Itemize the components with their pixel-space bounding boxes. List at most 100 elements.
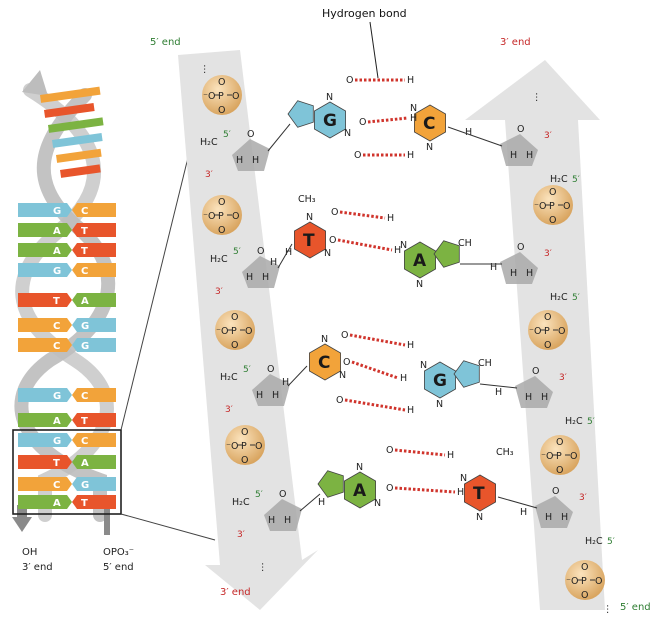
top-right-3-end: 3′ end [500, 37, 531, 48]
phosphorus-atom: P [544, 326, 550, 337]
rung-right-half [72, 318, 116, 332]
oxygen-atom: O [232, 211, 239, 222]
hydrogen-atom: H [272, 390, 279, 401]
nitrogen-atom: N [416, 279, 423, 290]
oxygen-atom: O [231, 340, 238, 351]
hydrogen-atom: H [262, 272, 269, 283]
hydrogen-atom: H [465, 127, 472, 138]
nitrogen-atom: N [324, 248, 331, 259]
top-left-5-end: 5′ end [150, 37, 181, 48]
hydrogen-atom: H [282, 377, 289, 388]
oxygen-atom: O [354, 150, 361, 161]
right-base-letter: C [423, 114, 435, 134]
left-base-imidazole [287, 100, 314, 128]
oxygen-atom: O [556, 465, 563, 476]
oxygen-atom: ⁻O [529, 326, 542, 337]
deoxyribose-ring [232, 139, 270, 171]
hydrogen-atom: H [520, 507, 527, 518]
nitrogen-atom: N [356, 462, 363, 473]
oxygen-atom: O [245, 326, 252, 337]
glycosidic-bond [447, 126, 503, 147]
rung-left-half [18, 263, 72, 277]
phosphate-ball [225, 425, 265, 465]
hydrogen-atom: H [525, 392, 532, 403]
methylene-label: H₂C [200, 137, 218, 148]
hydrogen-bond [394, 448, 446, 457]
nitrogen-atom: N [436, 399, 443, 410]
nitrogen-atom: N [410, 103, 417, 114]
backbone-continuation: ⋮ [200, 64, 210, 75]
phosphate-ball [215, 310, 255, 350]
helix-top-base [52, 133, 103, 148]
three-prime-label: 3′ [579, 493, 587, 503]
rung-left-half [18, 293, 72, 307]
helix-top-base [47, 117, 104, 133]
glycosidic-bond [267, 123, 291, 152]
rung-right-letter: C [81, 391, 88, 402]
phosphate-ball [540, 435, 580, 475]
oxygen-atom: ⁻O [203, 91, 216, 102]
rung-left-letter: A [53, 416, 61, 427]
right-base-ring [463, 474, 497, 512]
rung-right-half [72, 413, 116, 427]
oxygen-atom: O [343, 357, 350, 368]
nitrogen-atom: N [374, 498, 381, 509]
rung-left-half [18, 455, 72, 469]
right-base-letter: G [433, 371, 447, 391]
hydrogen-atom: H [394, 245, 401, 256]
methyl-label: CH₃ [496, 447, 514, 458]
ring-oxygen: O [247, 129, 254, 140]
oxygen-atom: O [336, 395, 343, 406]
ring-oxygen: O [517, 242, 524, 253]
phosphorus-atom: P [556, 451, 562, 462]
glycosidic-bond [299, 493, 321, 512]
right-base-ring [403, 241, 437, 279]
hydrogen-bond [394, 486, 456, 494]
backbone-continuation: ⋮ [532, 92, 542, 103]
methylene-label: H₂C [550, 174, 568, 185]
left-base-letter: G [323, 111, 337, 131]
oxygen-atom: O [331, 207, 338, 218]
hydrogen-atom: H [387, 213, 394, 224]
rung-right-letter: A [81, 296, 89, 307]
rung-right-letter: G [81, 321, 89, 332]
oxygen-atom: O [544, 340, 551, 351]
three-prime-label: 3′ [205, 170, 213, 180]
glycosidic-bond [287, 365, 308, 387]
five-prime-label: 5′ [572, 175, 580, 185]
hydrogen-bond [339, 210, 386, 220]
hydrogen-atom: H [252, 155, 259, 166]
rung-left-half [18, 413, 72, 427]
right-sugar: OHH [500, 124, 538, 166]
rung-left-half [18, 433, 72, 447]
phosphate-ball [533, 185, 573, 225]
left-base-ring [343, 471, 377, 509]
five-prime-label: 5′ [607, 537, 615, 547]
ring-oxygen: O [532, 366, 539, 377]
hydrogen-bond [344, 398, 406, 412]
helix-top-base [40, 86, 101, 103]
five-prime-label: 5′ [243, 365, 251, 375]
rung-right-half [72, 223, 116, 237]
oxygen-atom: O [570, 451, 577, 462]
rung-right-half [72, 477, 116, 491]
left-opo3-label: OPO₃⁻ [103, 547, 134, 558]
rung-right-half [72, 433, 116, 447]
rung-right-letter: T [81, 416, 88, 427]
hydrogen-atom: H [510, 268, 517, 279]
nitrogen-atom: N [344, 128, 351, 139]
glycosidic-bond [497, 496, 538, 509]
right-base-ring [413, 104, 447, 142]
hydrogen-atom: H [236, 155, 243, 166]
oxygen-atom: O [581, 590, 588, 601]
